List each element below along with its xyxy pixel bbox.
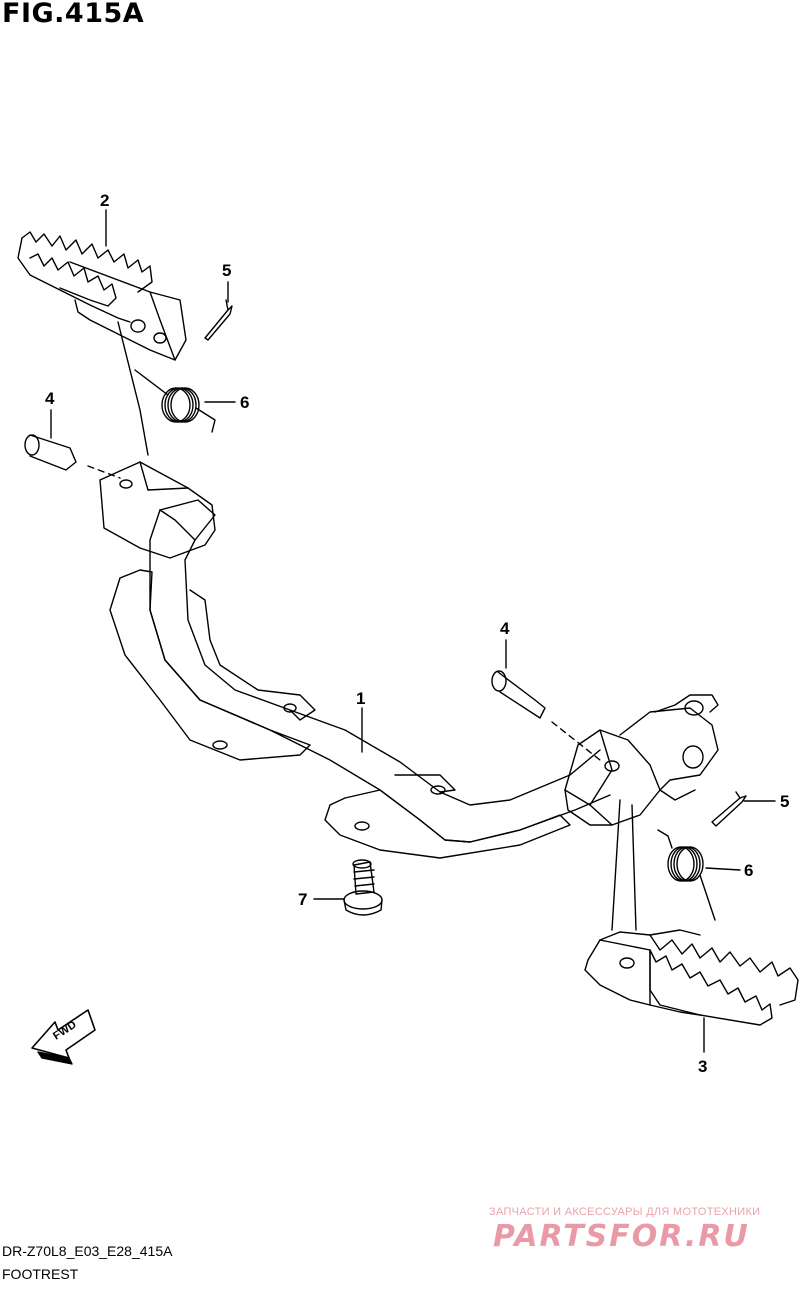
callout-3: 3 (698, 1017, 707, 1076)
callout-number-1: 1 (356, 689, 365, 708)
callout-5-right: 5 (743, 792, 789, 811)
left-footrest (17, 231, 187, 456)
callout-5-left: 5 (222, 261, 231, 303)
pin-right (491, 670, 601, 761)
footrest-bracket (99, 461, 719, 859)
callout-number-5-right: 5 (780, 792, 789, 811)
callout-1: 1 (356, 689, 365, 753)
pin-left (24, 434, 121, 479)
fwd-direction-arrow: FWD (31, 1009, 96, 1065)
model-code: DR-Z70L8_E03_E28_415A (2, 1243, 173, 1259)
spring-right (657, 829, 716, 921)
callout-number-4-left: 4 (45, 389, 55, 408)
callout-number-4-right: 4 (500, 619, 510, 638)
callout-7: 7 (298, 890, 345, 909)
callout-2: 2 (100, 191, 109, 247)
callout-number-2: 2 (100, 191, 109, 210)
spring-left (134, 369, 216, 433)
watermark-logo: PARTSFOR.RU (493, 1219, 750, 1254)
cotter-pin-left (204, 299, 233, 341)
watermark-tagline: ЗАПЧАСТИ И АКСЕССУАРЫ ДЛЯ МОТОТЕХНИКИ (489, 1206, 761, 1218)
bolt (343, 859, 383, 916)
callout-number-6-right: 6 (744, 861, 753, 880)
right-footrest (584, 799, 799, 1026)
callout-4-right: 4 (500, 619, 510, 669)
figure-title: FIG.415A (2, 0, 145, 29)
section-name: FOOTREST (2, 1266, 79, 1282)
callout-4-left: 4 (45, 389, 55, 439)
callout-number-3: 3 (698, 1057, 707, 1076)
callout-number-7: 7 (298, 890, 307, 909)
callout-6-left: 6 (204, 393, 249, 412)
callout-6-right: 6 (705, 861, 753, 880)
cotter-pin-right (711, 791, 747, 827)
callout-number-6-left: 6 (240, 393, 249, 412)
callout-number-5-left: 5 (222, 261, 231, 280)
